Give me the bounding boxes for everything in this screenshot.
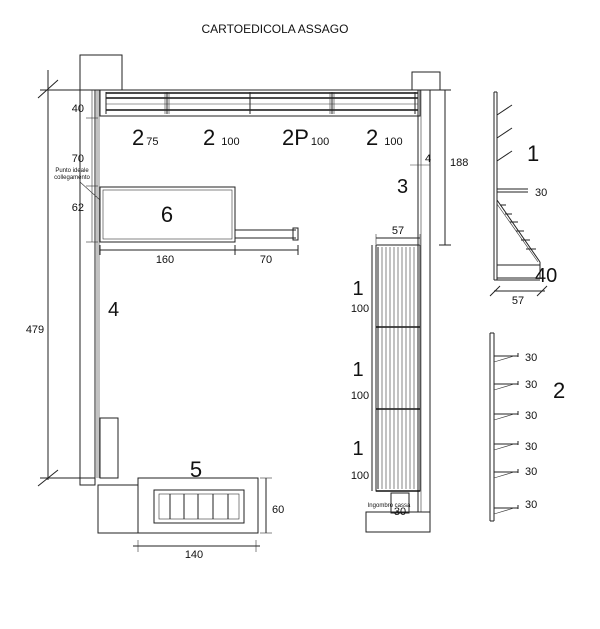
section-2-shelf-1: 30 — [525, 352, 537, 364]
dim-right-4: 4 — [425, 153, 431, 165]
dimension-stack-width: 57 — [375, 225, 421, 244]
section-1-profile: 1 30 40 — [493, 91, 557, 287]
stack-3-size: 100 — [351, 470, 369, 482]
right-wall-base — [365, 511, 431, 533]
dimension-island: 160 70 — [99, 245, 299, 266]
module-label-island: 6 — [161, 202, 173, 227]
left-wall-body — [79, 89, 96, 486]
stack-labels: 1 100 1 100 1 100 — [351, 278, 369, 482]
dim-total-height: 479 — [26, 324, 44, 336]
module-label-right-wall: 3 — [397, 176, 408, 198]
section-2-shelf-labels: 30 30 30 30 30 30 — [525, 352, 537, 511]
section-2-shelf-5: 30 — [525, 466, 537, 478]
section-2-shelf-2: 30 — [525, 379, 537, 391]
section-2-shelf-3: 30 — [525, 410, 537, 422]
section-1-shelf: 30 — [535, 187, 547, 199]
dim-left-70: 70 — [72, 153, 84, 165]
dimension-left-chain: 40 70 62 — [72, 90, 98, 243]
dim-right-188: 188 — [450, 157, 468, 169]
stack-1-num: 1 — [352, 278, 363, 300]
dim-counter-depth: 60 — [272, 504, 284, 516]
module-label-left-wall: 4 — [108, 299, 119, 321]
dim-section-1-depth: 57 — [512, 295, 524, 307]
stack-3-num: 1 — [352, 438, 363, 460]
dimension-section-1: 57 — [489, 285, 548, 307]
dim-counter-width: 140 — [185, 549, 203, 561]
dim-island-gap: 70 — [260, 254, 272, 266]
connection-note-line2: collegamento — [54, 175, 90, 181]
module-label-counter: 5 — [190, 457, 202, 482]
dim-left-62: 62 — [72, 202, 84, 214]
dimension-total-height: 479 — [26, 70, 95, 487]
section-2-shelf-6: 30 — [525, 499, 537, 511]
counter-body — [137, 477, 259, 534]
section-2-label: 2 — [553, 378, 565, 403]
stack-2-num: 1 — [352, 359, 363, 381]
counter-unit: 5 — [97, 457, 259, 534]
dim-island-width: 160 — [156, 254, 174, 266]
connection-note-line1: Punto ideale — [55, 168, 89, 174]
left-pillar — [79, 54, 123, 91]
island-unit: 6 — [99, 186, 299, 243]
dim-footprint-30: 30 — [394, 506, 406, 518]
cashbox-footprint: Ingombro cassa 30 — [368, 492, 411, 518]
plan-title: CARTOEDICOLA ASSAGO — [202, 22, 349, 36]
counter-left-block — [97, 484, 139, 534]
dimension-right: 188 4 3 — [397, 89, 468, 246]
top-shelf-run — [99, 89, 421, 117]
section-1-base: 40 — [535, 265, 557, 287]
dim-right-57: 57 — [392, 225, 404, 237]
stack-2-size: 100 — [351, 390, 369, 402]
section-1-label: 1 — [527, 141, 539, 166]
dimension-counter: 140 60 — [133, 477, 284, 561]
left-wall — [79, 54, 123, 486]
footprint-note: Ingombro cassa — [368, 503, 411, 509]
right-pillar — [411, 71, 441, 91]
dim-left-40: 40 — [72, 103, 84, 115]
left-wall-cabinet — [99, 417, 119, 479]
section-2-shelf-4: 30 — [525, 441, 537, 453]
right-shelf-stack — [371, 244, 421, 492]
section-2-profile: 2 — [489, 332, 565, 522]
stack-1-size: 100 — [351, 303, 369, 315]
